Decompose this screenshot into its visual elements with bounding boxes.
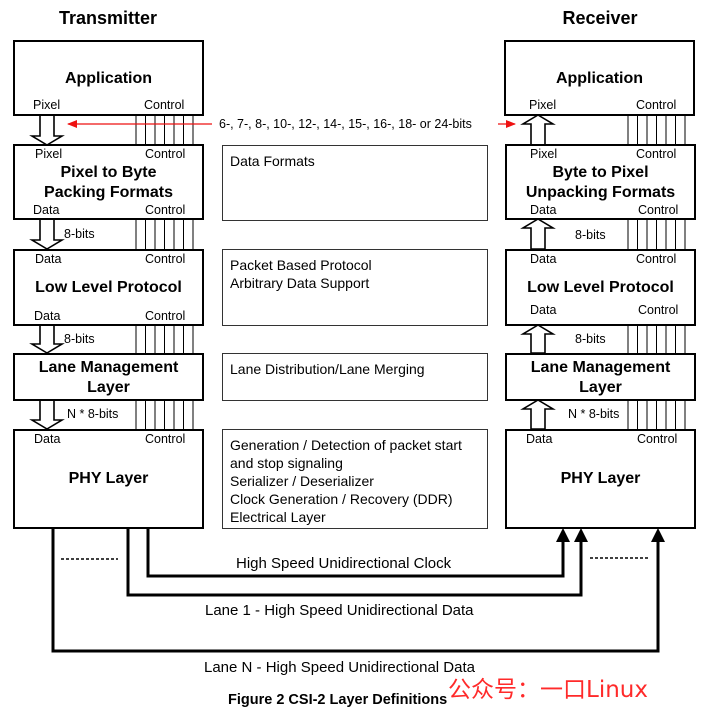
layer-title: PHY Layer <box>68 470 149 487</box>
port-label: Control <box>636 147 677 161</box>
tx-bus-arrow-icon <box>29 218 65 250</box>
port-label: Control <box>144 98 185 112</box>
desc-line: Generation / Detection of packet start <box>230 437 462 453</box>
lane1-arrowhead <box>574 528 588 542</box>
clock-arrowhead <box>556 528 570 542</box>
tx-bus-label: 8-bits <box>64 332 95 346</box>
clock-lane-label: High Speed Unidirectional Clock <box>236 555 452 572</box>
desc-lane-management: Lane Distribution/Lane Merging <box>222 353 488 401</box>
layer-title: Unpacking Formats <box>525 184 676 201</box>
lane1-line <box>126 528 583 597</box>
desc-line: and stop signaling <box>230 455 343 471</box>
tx-bus-arrow-icon <box>29 399 65 430</box>
layer-title: Low Level Protocol <box>35 279 182 296</box>
rx-bus-arrow-icon <box>520 324 556 354</box>
lane1-label: Lane 1 - High Speed Unidirectional Data <box>205 602 474 619</box>
desc-data-formats: Data Formats <box>222 145 488 221</box>
rx-bus-arrow-icon <box>520 399 556 430</box>
transmitter-control-lines <box>135 115 194 429</box>
tx-bus-arrow-icon <box>29 324 65 354</box>
figure-caption: Figure 2 CSI-2 Layer Definitions <box>228 692 448 708</box>
transmitter-title: Transmitter <box>58 8 158 28</box>
layer-title: Application <box>64 70 153 87</box>
port-label: Pixel <box>530 147 558 161</box>
desc-phy-layer: Generation / Detection of packet start a… <box>222 429 488 529</box>
clock-lane-line <box>146 528 565 578</box>
tx-pixel-to-byte-layer: Pixel Control Pixel to Byte Packing Form… <box>13 144 204 220</box>
port-label: Data <box>33 203 60 217</box>
layer-title: Layer <box>87 379 130 396</box>
rx-byte-to-pixel-layer: Pixel Control Byte to Pixel Unpacking Fo… <box>505 144 696 220</box>
port-label: Data <box>35 252 62 266</box>
rx-low-level-protocol-layer: Data Control Low Level Protocol Data Con… <box>505 249 696 326</box>
port-label: Pixel <box>35 147 63 161</box>
port-label: Data <box>530 252 557 266</box>
desc-line: Serializer / Deserializer <box>230 473 374 489</box>
port-label: Pixel <box>529 98 557 112</box>
desc-line: Clock Generation / Recovery (DDR) <box>230 491 453 507</box>
desc-line: Arbitrary Data Support <box>230 275 370 291</box>
rx-phy-layer: Data Control PHY Layer <box>505 429 696 529</box>
tx-application-layer: Application Pixel Control <box>13 40 204 116</box>
port-label: Control <box>637 432 678 446</box>
receiver-title: Receiver <box>562 8 638 28</box>
layer-title: Layer <box>579 379 622 396</box>
tx-phy-layer: Data Control PHY Layer <box>13 429 204 529</box>
layer-title: Application <box>555 70 644 87</box>
desc-low-level-protocol: Packet Based Protocol Arbitrary Data Sup… <box>222 249 488 326</box>
port-label: Control <box>638 203 679 217</box>
port-label: Control <box>145 432 186 446</box>
watermark: 公众号：一口Linux <box>448 677 648 703</box>
port-label: Data <box>530 203 557 217</box>
layer-title: Byte to Pixel <box>552 164 649 181</box>
layer-title: Lane Management <box>38 359 179 376</box>
tx-low-level-protocol-layer: Data Control Low Level Protocol Data Con… <box>13 249 204 326</box>
port-label: Control <box>145 147 186 161</box>
layer-title: Packing Formats <box>44 184 173 201</box>
tx-bus-arrow-icon <box>29 114 65 146</box>
layer-title: PHY Layer <box>560 470 641 487</box>
tx-bus-label: 8-bits <box>64 227 95 241</box>
port-label: Control <box>145 309 186 323</box>
laneN-arrowhead <box>651 528 665 542</box>
layer-title: Pixel to Byte <box>60 164 157 181</box>
port-label: Data <box>530 303 557 317</box>
layer-title: Lane Management <box>530 359 671 376</box>
port-label: Control <box>636 98 677 112</box>
rx-bus-label: N * 8-bits <box>568 407 620 421</box>
receiver-control-lines <box>627 115 686 429</box>
port-label: Control <box>636 252 677 266</box>
tx-bus-label: N * 8-bits <box>67 407 119 421</box>
port-label: Data <box>526 432 553 446</box>
port-label: Data <box>34 309 61 323</box>
port-label: Pixel <box>33 98 61 112</box>
rx-application-layer: Application Pixel Control <box>504 40 695 116</box>
port-label: Data <box>34 432 61 446</box>
rx-bus-arrow-icon <box>520 114 556 146</box>
tx-lane-management-layer: Lane Management Layer <box>13 353 204 401</box>
desc-line: Lane Distribution/Lane Merging <box>230 361 425 377</box>
rx-bus-label: 8-bits <box>575 332 606 346</box>
desc-line: Electrical Layer <box>230 509 326 525</box>
rx-bus-arrow-icon <box>520 218 556 250</box>
rx-bus-label: 8-bits <box>575 228 606 242</box>
desc-line: Data Formats <box>230 153 315 169</box>
port-label: Control <box>145 252 186 266</box>
desc-line: Packet Based Protocol <box>230 257 372 273</box>
layer-title: Low Level Protocol <box>527 279 674 296</box>
port-label: Control <box>145 203 186 217</box>
pixel-width-note: 6-, 7-, 8-, 10-, 12-, 14-, 15-, 16-, 18-… <box>219 117 472 131</box>
rx-lane-management-layer: Lane Management Layer <box>505 353 696 401</box>
port-label: Control <box>638 303 679 317</box>
laneN-label: Lane N - High Speed Unidirectional Data <box>204 659 475 676</box>
laneN-line <box>51 528 660 653</box>
